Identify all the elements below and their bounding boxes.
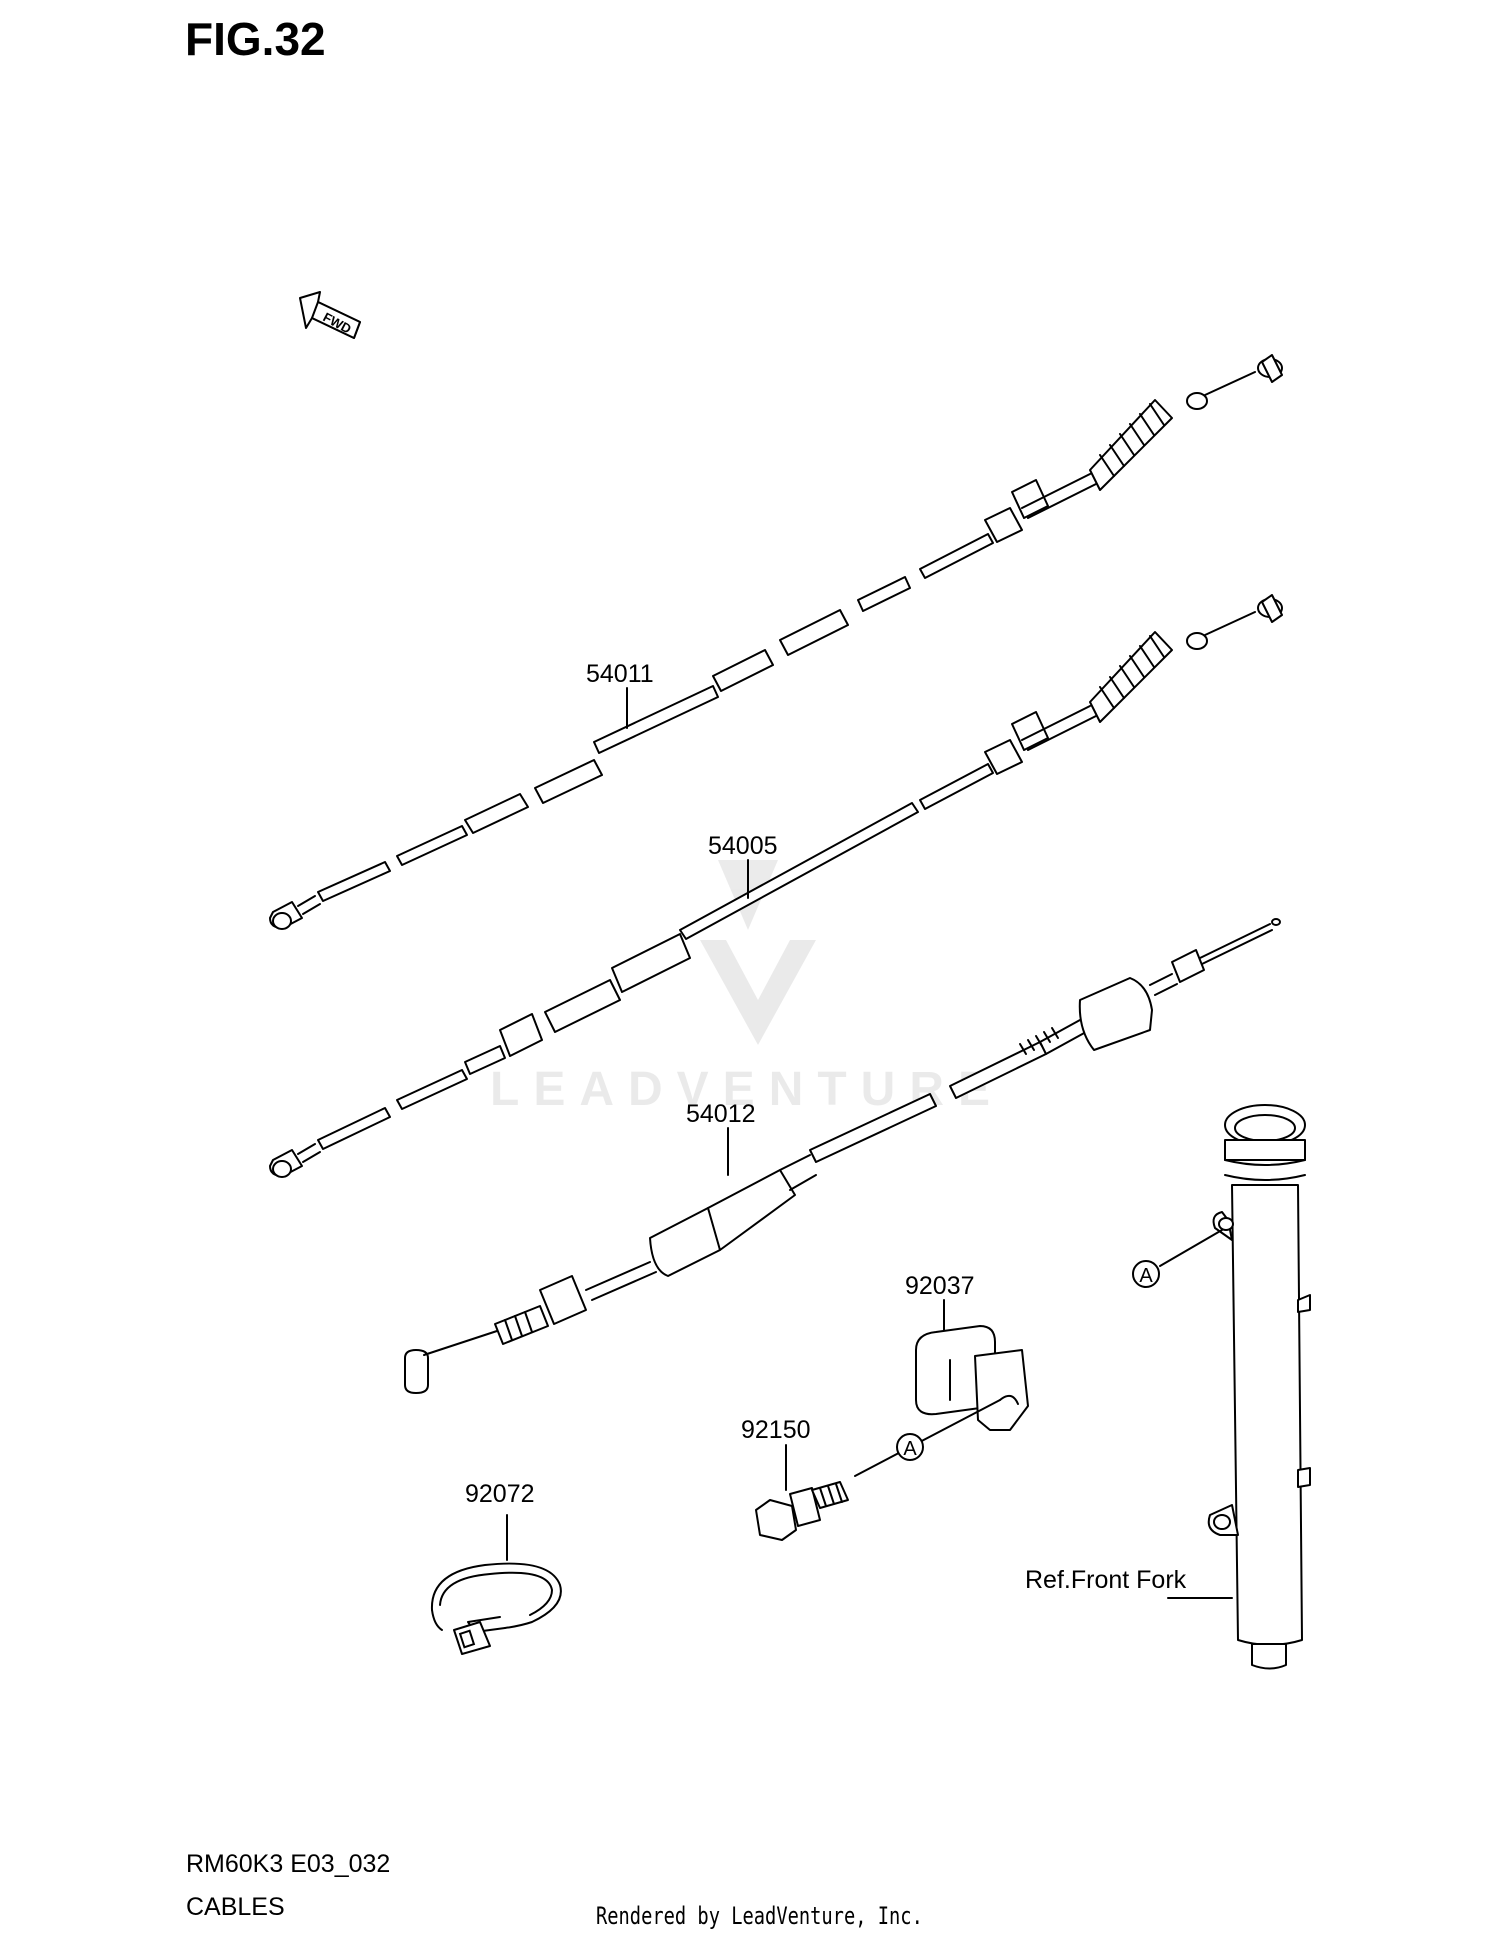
cable-54005[interactable]: [269, 594, 1283, 1178]
part-label-92150[interactable]: 92150: [741, 1416, 811, 1444]
front-fork-reference: [1207, 1104, 1311, 1670]
bolt-92150[interactable]: [755, 1481, 849, 1541]
part-label-54011[interactable]: 54011: [586, 660, 654, 688]
fwd-arrow-icon: FWD: [299, 291, 361, 339]
part-label-54005[interactable]: 54005: [708, 832, 778, 860]
svg-text:A: A: [1139, 1265, 1153, 1287]
figure-code: RM60K3 E03_032: [186, 1850, 391, 1878]
leader-a-lower: [854, 1399, 1001, 1477]
fwd-text: FWD: [321, 309, 354, 336]
figure-title: FIG.32: [185, 13, 326, 65]
figure-name: CABLES: [186, 1893, 285, 1921]
leader-a-upper: [1159, 1229, 1223, 1267]
part-label-54012[interactable]: 54012: [686, 1100, 756, 1128]
render-credit: Rendered by LeadVenture, Inc.: [596, 1902, 923, 1930]
part-label-92072[interactable]: 92072: [465, 1480, 535, 1508]
band-92072[interactable]: [430, 1562, 562, 1655]
cable-54012[interactable]: [404, 918, 1281, 1394]
svg-text:A: A: [903, 1438, 917, 1460]
cable-54011[interactable]: [269, 354, 1283, 930]
connector-mark-a-upper: A: [1132, 1260, 1160, 1288]
part-label-92037[interactable]: 92037: [905, 1272, 975, 1300]
ref-front-fork-label: Ref.Front Fork: [1025, 1566, 1187, 1594]
connector-mark-a-lower: A: [896, 1433, 924, 1461]
clamp-92037[interactable]: [915, 1325, 1029, 1431]
